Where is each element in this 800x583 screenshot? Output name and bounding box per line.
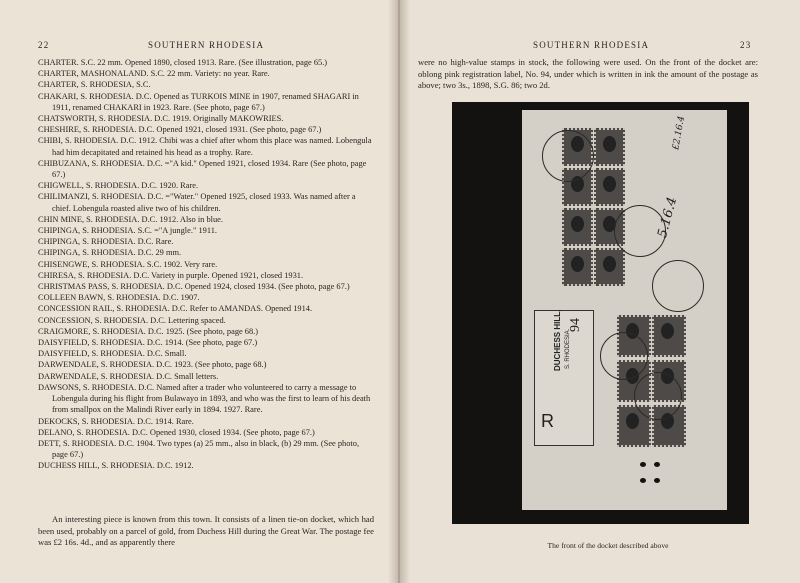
list-item: DARWENDALE, S. RHODESIA. D.C. 1923. (See… — [38, 360, 267, 370]
list-item: CHAKARI, S. RHODESIA. D.C. Opened as TUR… — [38, 91, 359, 112]
running-head: SOUTHERN RHODESIA — [148, 40, 265, 50]
list-item: CRAIGMORE, S. RHODESIA. D.C. 1925. (See … — [38, 326, 259, 336]
list-item: CHIGWELL, S. RHODESIA. D.C. 1920. Rare. — [38, 181, 199, 191]
postmark — [614, 205, 666, 257]
list-item: CHILIMANZI, S. RHODESIA. D.C. ="Water." … — [38, 192, 356, 213]
list-item: DEKOCKS, S. RHODESIA. D.C. 1914. Rare. — [38, 416, 194, 426]
registration-sub: S. RHODESIA. — [565, 328, 571, 369]
stamp — [562, 248, 593, 286]
list-item: CHARTER. S.C. 22 mm. Opened 1890, closed… — [38, 58, 328, 67]
list-item: CHIPINGA, S. RHODESIA. D.C. Rare. — [38, 237, 174, 247]
right-page: SOUTHERN RHODESIA 23 were no high-value … — [398, 0, 800, 583]
list-item: CHARTER, MASHONALAND. S.C. 22 mm. Variet… — [38, 69, 270, 79]
list-item: COLLEEN BAWN, S. RHODESIA. D.C. 1907. — [38, 293, 200, 303]
postmark — [634, 372, 682, 420]
left-page: 22 SOUTHERN RHODESIA CHARTER. S.C. 22 mm… — [0, 0, 398, 583]
registration-place: DUCHESS HILL, — [553, 309, 562, 371]
list-item: CHIN MINE, S. RHODESIA. D.C. 1912. Also … — [38, 214, 223, 224]
stamp — [594, 128, 625, 166]
list-item: CHRISTMAS PASS, S. RHODESIA. D.C. Opened… — [38, 282, 350, 292]
list-item: CHISENGWE, S. RHODESIA. S.C. 1902. Very … — [38, 259, 218, 269]
ink-date: 5.16.4 — [655, 195, 681, 240]
list-item: DAISYFIELD, S. RHODESIA. D.C. 1914. (See… — [38, 338, 258, 348]
list-item: DARWENDALE, S. RHODESIA. D.C. Small lett… — [38, 371, 219, 381]
body-paragraph: were no high-value stamps in stock, the … — [418, 57, 758, 91]
registration-number: 94 — [568, 318, 583, 332]
list-item: DAWSONS, S. RHODESIA. D.C. Named after a… — [38, 382, 371, 415]
stamp — [594, 168, 625, 206]
postmark — [652, 260, 704, 312]
list-item: CONCESSION RAIL, S. RHODESIA. D.C. Refer… — [38, 304, 313, 314]
registration-label: R DUCHESS HILL, S. RHODESIA. 94 — [534, 310, 594, 446]
list-item: CHIBUZANA, S. RHODESIA. D.C. ="A kid." O… — [38, 158, 367, 180]
list-item: CHIPINGA, S. RHODESIA. S.C. ="A jungle."… — [38, 226, 217, 236]
stamp — [562, 208, 593, 246]
punch-hole — [640, 462, 646, 467]
photo-caption: The front of the docket described above — [547, 541, 669, 550]
docket-card: 5.16.4 £2.16.4 R DUCHESS HILL, S. RHODES… — [522, 110, 727, 510]
list-item: CHIPINGA, S. RHODESIA. D.C. 29 mm. — [38, 248, 182, 258]
list-item: CHIBI, S. RHODESIA. D.C. 1912. Chibi was… — [38, 136, 372, 157]
stamp — [594, 248, 625, 286]
entry-list: CHARTER. S.C. 22 mm. Opened 1890, closed… — [38, 57, 374, 472]
list-item: CHATSWORTH, S. RHODESIA. D.C. 1919. Orig… — [38, 114, 284, 124]
registration-letter: R — [541, 411, 554, 431]
punch-hole — [654, 478, 660, 483]
list-item: DELANO, S. RHODESIA. D.C. Opened 1930, c… — [38, 427, 315, 437]
page-number: 22 — [38, 40, 50, 50]
running-head: SOUTHERN RHODESIA — [533, 40, 650, 50]
ink-note: £2.16.4 — [671, 115, 688, 151]
page-number: 23 — [740, 40, 752, 50]
list-item: CHARTER, S. RHODESIA, S.C. — [38, 80, 151, 90]
book-gutter — [388, 0, 410, 583]
punch-hole — [654, 462, 660, 467]
stamp — [652, 315, 686, 357]
list-item: CHESHIRE, S. RHODESIA. D.C. Opened 1921,… — [38, 125, 322, 135]
postmark — [542, 130, 594, 182]
list-item: DETT, S. RHODESIA. D.C. 1904. Two types … — [38, 438, 360, 460]
list-item: CONCESSION, S. RHODESIA. D.C. Lettering … — [38, 315, 226, 325]
postmark — [600, 332, 648, 380]
list-item: CHIRESA, S. RHODESIA. D.C. Variety in pu… — [38, 270, 304, 280]
body-paragraph: An interesting piece is known from this … — [38, 514, 374, 548]
list-item: DAISYFIELD, S. RHODESIA. D.C. Small. — [38, 349, 187, 359]
list-item: DUCHESS HILL, S. RHODESIA. D.C. 1912. — [38, 461, 194, 471]
punch-hole — [640, 478, 646, 483]
docket-photo: 5.16.4 £2.16.4 R DUCHESS HILL, S. RHODES… — [452, 102, 749, 524]
